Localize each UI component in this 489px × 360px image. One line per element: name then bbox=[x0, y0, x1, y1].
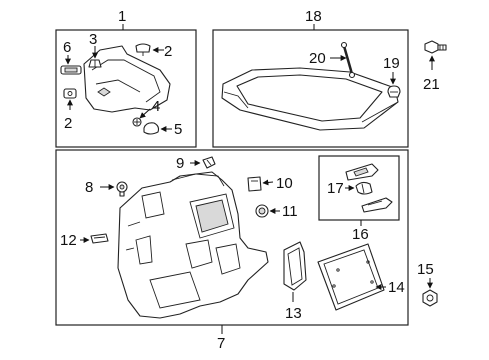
callout-6: 6 bbox=[63, 39, 71, 56]
cover-10-icon bbox=[247, 176, 262, 192]
group-1-box bbox=[55, 29, 197, 148]
clip-6-icon bbox=[60, 65, 82, 75]
callout-16: 16 bbox=[352, 226, 369, 243]
callout-2-left: 2 bbox=[64, 115, 72, 132]
callout-17: 17 bbox=[327, 180, 344, 197]
clip-9-icon bbox=[202, 156, 216, 169]
quarter-trim-panel bbox=[117, 171, 269, 319]
callout-15: 15 bbox=[417, 261, 434, 278]
clip-8-icon bbox=[116, 181, 128, 197]
bumper-19-icon bbox=[387, 85, 401, 98]
callout-13: 13 bbox=[285, 305, 302, 322]
group-16-box bbox=[318, 155, 400, 221]
group-7-box bbox=[55, 149, 409, 326]
clip-2-top-icon bbox=[135, 43, 151, 56]
bolt-21-icon bbox=[424, 40, 447, 54]
callout-3: 3 bbox=[89, 31, 97, 48]
pad-12-icon bbox=[90, 233, 109, 244]
group-1: 1 3 6 2 bbox=[55, 8, 197, 148]
callout-21: 21 bbox=[423, 76, 440, 93]
callout-14: 14 bbox=[388, 279, 405, 296]
upper-trim-panel bbox=[83, 45, 171, 113]
group-7: 7 8 9 bbox=[55, 149, 409, 352]
callout-19: 19 bbox=[383, 55, 400, 72]
group-16: 16 17 bbox=[318, 155, 400, 243]
nut-15-icon bbox=[422, 289, 438, 307]
callout-1: 1 bbox=[118, 8, 126, 25]
clip-2-left-icon bbox=[63, 88, 77, 99]
callout-10: 10 bbox=[276, 175, 293, 192]
clip-3-icon bbox=[88, 59, 102, 68]
screw-4-icon bbox=[132, 117, 142, 127]
callout-4: 4 bbox=[152, 98, 160, 115]
callout-12: 12 bbox=[60, 232, 77, 249]
callout-7: 7 bbox=[217, 335, 225, 352]
callout-9: 9 bbox=[176, 155, 184, 172]
callout-8: 8 bbox=[85, 179, 93, 196]
cap-5-icon bbox=[143, 122, 160, 135]
callout-5: 5 bbox=[174, 121, 182, 138]
hook-upper-icon bbox=[345, 163, 379, 181]
cargo-floor-frame bbox=[221, 67, 399, 131]
group-18-box bbox=[212, 29, 409, 148]
group-18: 18 20 19 bbox=[212, 8, 409, 148]
access-lid-14 bbox=[317, 243, 385, 311]
access-lid-13 bbox=[283, 241, 307, 291]
hook-lower-icon bbox=[361, 197, 393, 213]
callout-11: 11 bbox=[282, 203, 298, 220]
support-rod-20-icon bbox=[340, 41, 356, 79]
callout-18: 18 bbox=[305, 8, 322, 25]
bulb-17-icon bbox=[355, 181, 373, 195]
callout-2-top: 2 bbox=[164, 43, 172, 60]
plug-11-icon bbox=[255, 204, 269, 218]
callout-20: 20 bbox=[309, 50, 326, 67]
